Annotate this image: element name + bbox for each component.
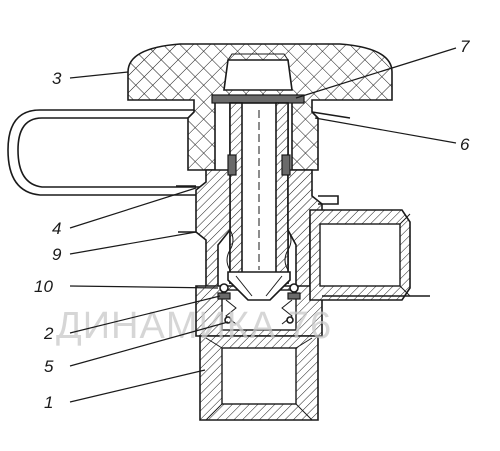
callout-5: 5: [44, 357, 54, 376]
retainer-clip: [311, 111, 351, 205]
side-outlet: [309, 209, 430, 301]
wire-handle: [7, 109, 210, 196]
spring: [224, 299, 294, 325]
valve-plug: [217, 271, 301, 301]
callout-7: 7: [460, 37, 470, 56]
handwheel: [127, 43, 393, 171]
leader-lines: [69, 47, 457, 403]
callout-1: 1: [44, 393, 53, 412]
callout-6: 6: [460, 135, 470, 154]
watermark-text: ДИНАМИКА 76: [56, 305, 332, 347]
callout-10: 10: [34, 277, 53, 296]
callout-3: 3: [52, 69, 62, 88]
seal-rings: [226, 154, 292, 271]
seal-disc: [211, 94, 305, 104]
callout-9: 9: [52, 245, 62, 264]
callout-4: 4: [52, 219, 61, 238]
stem: [229, 102, 289, 284]
callout-2: 2: [43, 324, 54, 343]
callouts: 3 7 6 4 9 10 2 5 1: [34, 37, 470, 412]
